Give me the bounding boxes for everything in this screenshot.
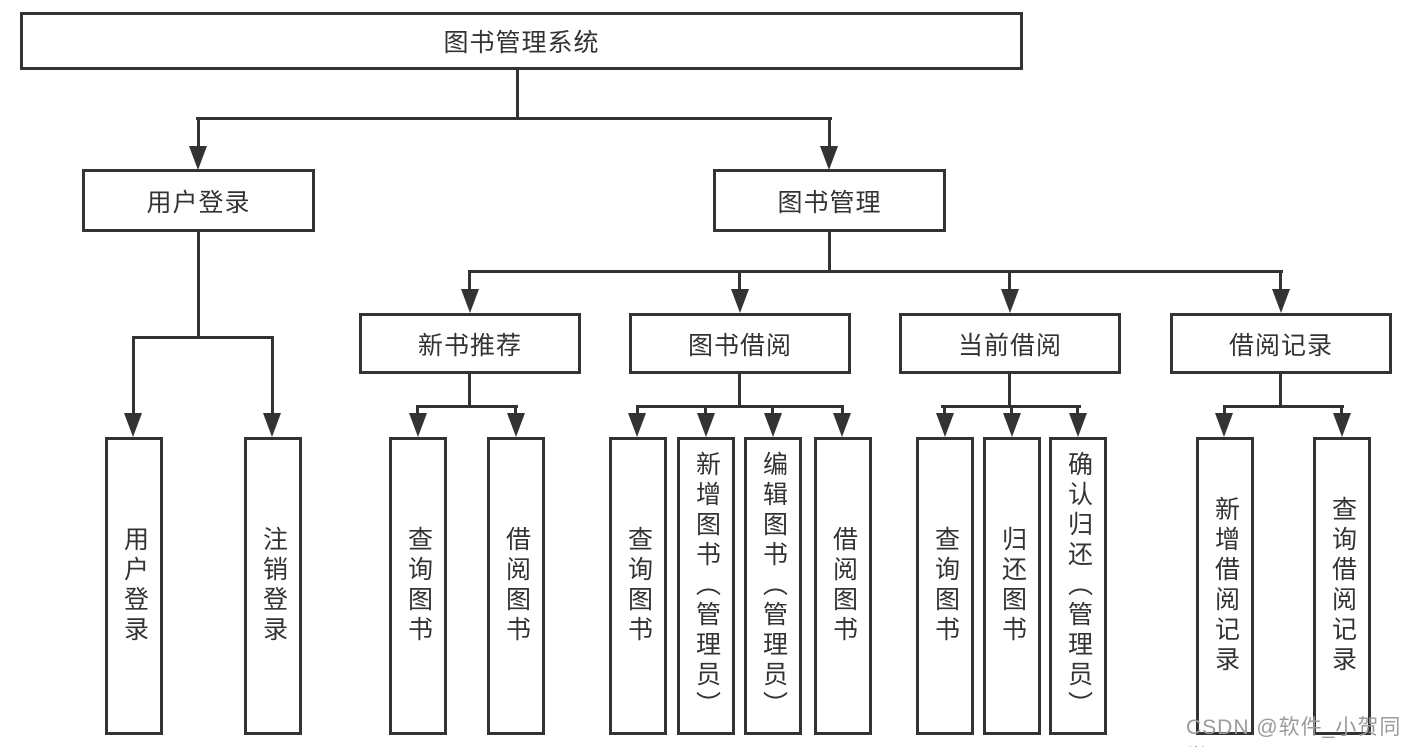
connector-line [468, 374, 471, 407]
leaf-label: 查询图书 [624, 526, 653, 646]
leaf-current-return-books: 归还图书 [983, 437, 1041, 735]
connector-line [828, 119, 831, 150]
connector-line [1279, 374, 1282, 407]
node-label: 图书管理系统 [443, 29, 600, 57]
arrow-down-icon [628, 413, 646, 437]
node-label: 图书管理 [777, 188, 882, 217]
arrow-down-icon [507, 413, 525, 437]
connector-line [1223, 405, 1344, 408]
connector-line [197, 232, 200, 339]
leaf-label: 查询图书 [931, 526, 960, 646]
leaf-user-login: 用户登录 [105, 437, 163, 735]
connector-line [1008, 374, 1011, 407]
arrow-down-icon [764, 413, 782, 437]
leaf-label: 查询图书 [404, 526, 433, 646]
leaf-label: 确认归还（管理员） [1064, 451, 1093, 721]
leaf-current-confirm-return-admin: 确认归还（管理员） [1049, 437, 1107, 735]
watermark: CSDN @软件_小贺同学 [1186, 716, 1402, 747]
node-book-management: 图书管理 [713, 169, 946, 232]
connector-line [132, 336, 274, 339]
leaf-label: 查询借阅记录 [1328, 496, 1357, 676]
node-new-book-recommendation: 新书推荐 [359, 313, 581, 374]
connector-line [468, 270, 1283, 273]
connector-line [514, 407, 517, 416]
leaf-recommend-borrow-books: 借阅图书 [487, 437, 545, 735]
node-label: 用户登录 [146, 188, 251, 217]
arrow-down-icon [1001, 289, 1019, 313]
leaf-borrowing-edit-books-admin: 编辑图书（管理员） [744, 437, 802, 735]
arrow-down-icon [1215, 413, 1233, 437]
node-label: 借阅记录 [1228, 331, 1333, 360]
arrow-down-icon [1272, 289, 1290, 313]
connector-line [1340, 407, 1343, 416]
connector-line [132, 339, 135, 415]
arrow-down-icon [1003, 413, 1021, 437]
leaf-label: 新增借阅记录 [1211, 496, 1240, 676]
connector-line [197, 119, 200, 150]
connector-line [516, 70, 519, 119]
leaf-label: 新增图书（管理员） [692, 451, 721, 721]
leaf-label: 借阅图书 [502, 526, 531, 646]
leaf-records-query-record: 查询借阅记录 [1313, 437, 1371, 735]
leaf-recommend-query-books: 查询图书 [389, 437, 447, 735]
connector-line [943, 407, 946, 416]
leaf-logout: 注销登录 [244, 437, 302, 735]
leaf-label: 归还图书 [998, 526, 1027, 646]
connector-line [416, 405, 518, 408]
node-library-system: 图书管理系统 [20, 12, 1023, 70]
node-book-borrowing: 图书借阅 [629, 313, 851, 374]
connector-line [1076, 407, 1079, 416]
connector-line [828, 232, 831, 273]
arrow-down-icon [1069, 413, 1087, 437]
connector-line [1010, 407, 1013, 416]
leaf-current-query-books: 查询图书 [916, 437, 974, 735]
connector-line [636, 405, 844, 408]
arrow-down-icon [833, 413, 851, 437]
leaf-label: 注销登录 [259, 526, 288, 646]
connector-line [738, 374, 741, 407]
arrow-down-icon [936, 413, 954, 437]
leaf-borrowing-borrow-books: 借阅图书 [814, 437, 872, 735]
arrow-down-icon [263, 413, 281, 437]
connector-line [1008, 272, 1011, 291]
connector-line [841, 407, 844, 416]
connector-line [738, 272, 741, 291]
connector-line [1223, 407, 1226, 416]
connector-line [771, 407, 774, 416]
node-current-borrowing: 当前借阅 [899, 313, 1121, 374]
arrow-down-icon [189, 146, 207, 170]
arrow-down-icon [697, 413, 715, 437]
connector-line [1279, 272, 1282, 291]
connector-line [468, 272, 471, 291]
connector-line [941, 405, 1081, 408]
leaf-label: 用户登录 [120, 526, 149, 646]
arrow-down-icon [409, 413, 427, 437]
leaf-borrowing-query-books: 查询图书 [609, 437, 667, 735]
leaf-label: 借阅图书 [829, 526, 858, 646]
node-label: 图书借阅 [687, 331, 792, 360]
node-label: 新书推荐 [417, 331, 522, 360]
leaf-borrowing-add-books-admin: 新增图书（管理员） [677, 437, 735, 735]
connector-line [704, 407, 707, 416]
arrow-down-icon [1333, 413, 1351, 437]
node-borrowing-records: 借阅记录 [1170, 313, 1392, 374]
arrow-down-icon [820, 146, 838, 170]
connector-line [636, 407, 639, 416]
leaf-records-add-record: 新增借阅记录 [1196, 437, 1254, 735]
arrow-down-icon [124, 413, 142, 437]
connector-line [271, 339, 274, 415]
connector-line [196, 117, 832, 120]
node-label: 当前借阅 [957, 331, 1062, 360]
node-user-login: 用户登录 [82, 169, 315, 232]
arrow-down-icon [731, 289, 749, 313]
arrow-down-icon [461, 289, 479, 313]
leaf-label: 编辑图书（管理员） [759, 451, 788, 721]
connector-line [416, 407, 419, 416]
